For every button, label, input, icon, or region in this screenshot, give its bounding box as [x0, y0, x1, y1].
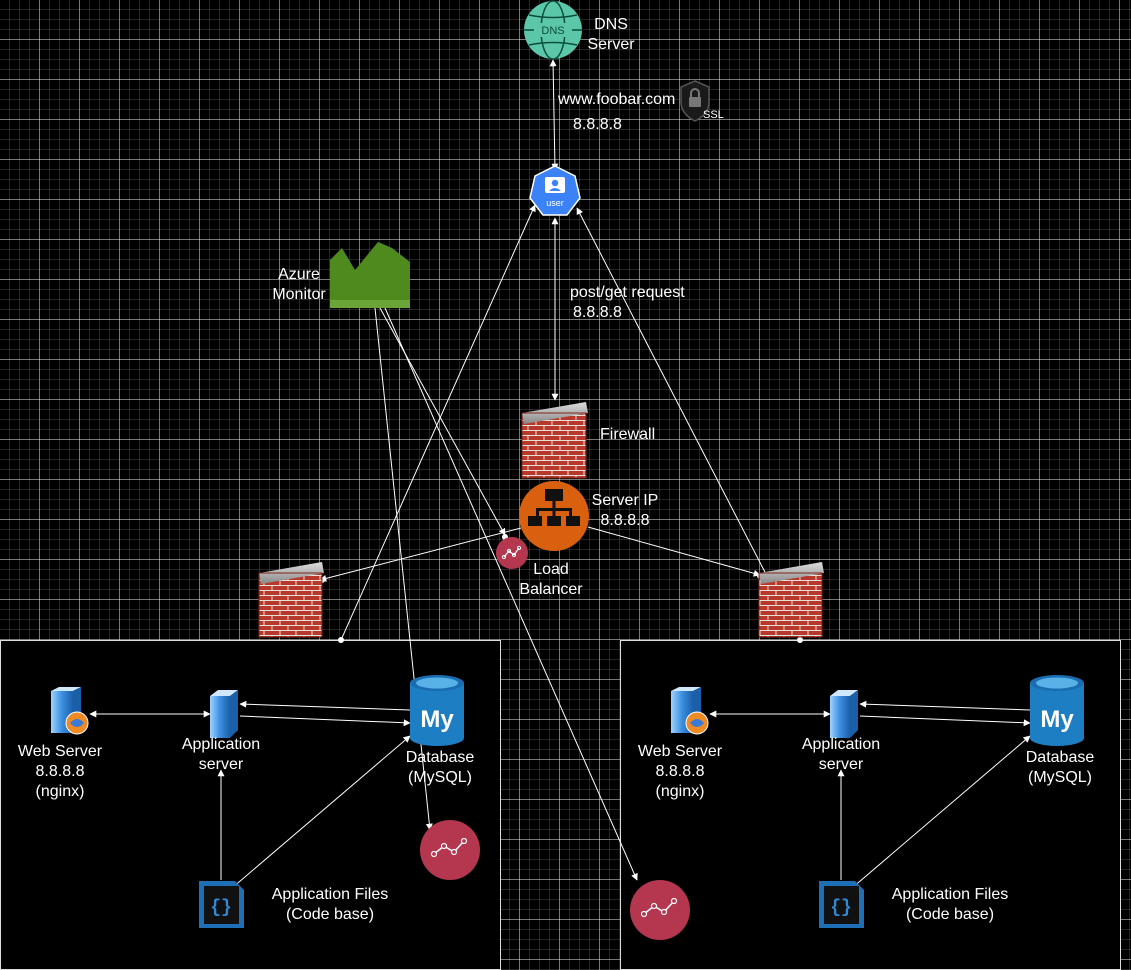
right-code-icon-text: {}	[830, 898, 852, 918]
left-app-server-icon[interactable]	[210, 690, 238, 738]
edge-dns-user	[549, 59, 559, 171]
left-database-label: Database (MySQL)	[405, 749, 475, 786]
request-ip-label: 8.8.8.8	[573, 304, 622, 321]
right-code-file-icon[interactable]: {}	[819, 881, 864, 928]
edge-left-cluster-user	[340, 204, 536, 641]
request-label: post/get request	[570, 284, 685, 301]
user-icon-text: user	[546, 198, 564, 208]
firewall-main-icon[interactable]	[521, 402, 588, 479]
left-web-server-label: Web Server 8.8.8.8 (nginx)	[17, 743, 103, 800]
right-app-server-icon[interactable]	[830, 690, 858, 738]
edge-right-files-db	[851, 735, 1031, 889]
edge-monitor-insights-right	[384, 307, 638, 881]
right-mysql-icon[interactable]: My	[1030, 675, 1084, 746]
edge-lb-firewall-left	[319, 527, 522, 582]
load-balancer-label: Load Balancer	[519, 561, 583, 598]
firewall-left-icon[interactable]	[258, 562, 324, 638]
right-app-insights-icon[interactable]	[630, 880, 690, 940]
edge-right-app-db-bottom	[859, 715, 1031, 727]
domain-label: www.foobar.com	[558, 91, 676, 108]
left-app-insights-icon[interactable]	[420, 820, 480, 880]
edge-left-app-db-bottom	[239, 715, 411, 727]
edge-left-files-db	[231, 735, 411, 889]
lb-app-insights-icon[interactable]	[496, 537, 528, 569]
right-app-files-label: Application Files (Code base)	[891, 886, 1009, 923]
load-balancer-icon[interactable]	[519, 481, 589, 551]
edge-right-db-app-top	[859, 700, 1031, 711]
right-web-server-icon[interactable]	[671, 687, 709, 735]
edge-right-cluster-user	[576, 207, 801, 641]
left-code-icon-text: {}	[210, 898, 232, 918]
edge-left-db-app-top	[239, 700, 411, 711]
edges	[89, 59, 1031, 889]
right-web-server-label: Web Server 8.8.8.8 (nginx)	[637, 743, 723, 800]
left-app-files-label: Application Files (Code base)	[271, 886, 389, 923]
right-app-server-label: Application server	[801, 736, 881, 773]
edge-monitor-lb-insights	[379, 307, 506, 536]
dns-server-label: DNS Server	[587, 16, 635, 53]
ssl-label: SSL	[703, 109, 724, 121]
firewall-right-icon[interactable]	[758, 562, 824, 638]
dns-icon-text: DNS	[541, 25, 564, 37]
user-icon[interactable]: user	[529, 165, 581, 216]
left-code-file-icon[interactable]: {}	[199, 881, 244, 928]
azure-monitor-icon[interactable]	[330, 242, 410, 308]
left-app-server-label: Application server	[181, 736, 261, 773]
edge-lb-firewall-right	[587, 526, 761, 577]
left-mysql-icon-text: My	[420, 706, 454, 733]
right-mysql-icon-text: My	[1040, 706, 1074, 733]
server-ip-label: Server IP 8.8.8.8	[591, 492, 659, 529]
right-database-label: Database (MySQL)	[1025, 749, 1095, 786]
left-mysql-icon[interactable]: My	[410, 675, 464, 746]
dns-globe-icon[interactable]: DNS	[524, 0, 582, 60]
domain-ip-label: 8.8.8.8	[573, 116, 622, 133]
lock-shield-icon	[680, 80, 710, 122]
left-web-server-icon[interactable]	[51, 687, 89, 735]
firewall-label: Firewall	[600, 426, 656, 443]
azure-monitor-label: Azure Monitor	[272, 266, 326, 303]
